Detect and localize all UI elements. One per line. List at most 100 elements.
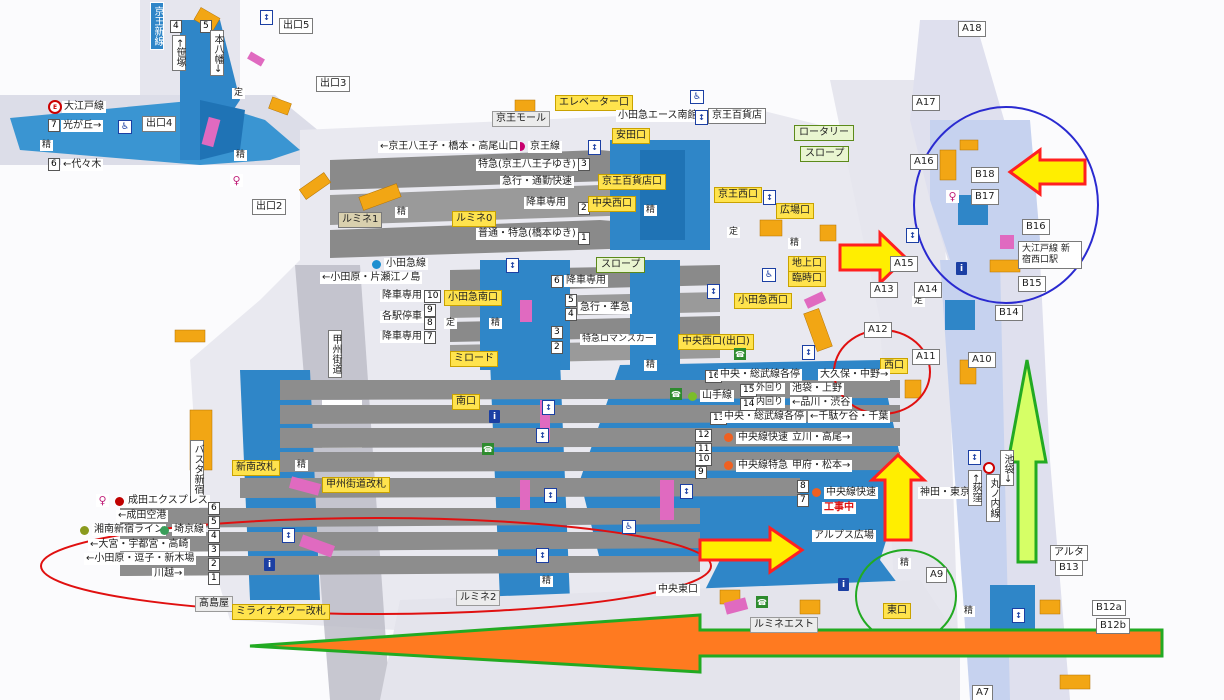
label-kyuko: 急行・通勤快速 (500, 176, 574, 188)
label-chuo-nishi: 中央西口 (588, 196, 636, 212)
label-tei-keio: 定 (727, 227, 741, 238)
information-icon: i (264, 558, 275, 571)
label-busta: バスタ新宿 (190, 440, 204, 498)
oedo-platform-number-7: 7 (48, 119, 60, 132)
label-keio-nishi: 京王西口 (714, 187, 762, 203)
label-exit4: 出口4 (142, 116, 177, 132)
label-odakyu-line: 小田急線 (384, 258, 428, 270)
label-koshu-gate: 甲州街道改札 (322, 477, 390, 493)
label-hikarigaoka: 光が丘→ (61, 120, 104, 132)
label-odakyu-nishi: 小田急西口 (734, 293, 792, 309)
elevator-icon: ↕ (260, 10, 273, 25)
keio-platform-number-1: 1 (578, 232, 590, 245)
elevator-icon: ↕ (282, 528, 295, 543)
exit-b16: B16 (1022, 219, 1050, 235)
jr-platform-number-9: 9 (695, 466, 707, 479)
label-lumine0: ルミネ0 (452, 211, 497, 227)
escalator-marks (201, 51, 1014, 615)
elevator-icon: ↕ (695, 110, 708, 125)
odakyu-platform-number-4: 4 (565, 308, 577, 321)
label-okubo: 大久保・中野→ (818, 369, 891, 381)
label-m-road: ミロード (450, 351, 498, 367)
label-exit5: 出口5 (279, 18, 314, 34)
elevator-icon: ↕ (536, 548, 549, 563)
label-sei-oedo: 精 (40, 140, 54, 151)
jr-platform-number-1: 1 (208, 572, 220, 585)
label-kawagoe: 川越→ (152, 568, 185, 580)
phone-icon: ☎ (670, 388, 682, 400)
phone-icon: ☎ (482, 443, 494, 455)
elevator-icon: ↕ (680, 484, 693, 499)
elevator-icon: ↕ (968, 450, 981, 465)
label-marunouchi: 丸ノ内線 (986, 474, 1000, 522)
elevator-icon: ↕ (542, 400, 555, 415)
wheelchair-icon: ♿ (118, 120, 132, 134)
odakyu-platform-number-10: 10 (424, 290, 442, 303)
jr-platform-number-5: 5 (208, 516, 220, 529)
oedo-line-icon: E (48, 100, 62, 114)
label-omiya: ←大宮・宇都宮・高崎 (88, 539, 191, 551)
elevator-icon: ↕ (588, 140, 601, 155)
label-east-exit: 東口 (883, 603, 911, 619)
exit-b13: B13 (1055, 560, 1083, 576)
label-chuo-sobu: 中央・総武線各停 (718, 369, 802, 381)
label-odakyu-minami: 小田急南口 (444, 290, 502, 306)
label-keio-mall: 京王モール (492, 111, 550, 127)
label-sei-keio: 精 (644, 205, 658, 216)
oedo-platform-number-6: 6 (48, 158, 60, 171)
label-keio-hachioji: ←京王八王子・橋本・高尾山口 (378, 141, 521, 153)
label-odawara-zushi: ←小田原・逗子・新木場 (84, 553, 197, 565)
label-koshu-kaido: 甲州街道 (328, 330, 342, 378)
label-sei-lumine: 精 (395, 207, 409, 218)
label-exit3: 出口3 (316, 76, 351, 92)
label-shonan-shinjuku: 湘南新宿ライン (92, 524, 166, 536)
label-ikebukuro-line: 池袋→ (1000, 450, 1014, 487)
chuo-rapid-icon (724, 433, 733, 442)
oedo-concourse (10, 20, 300, 165)
label-tei-east: 定 (912, 296, 926, 307)
label-hiroba-exit: 広場口 (776, 203, 814, 219)
label-ikebukuro-ueno: 池袋・上野 (790, 383, 844, 395)
label-tei-1: 定 (232, 88, 246, 99)
jr-platform-number-7: 7 (797, 494, 809, 507)
exit-b18: B18 (971, 167, 999, 183)
label-sendagaya: ←千駄ケ谷・千葉 (808, 411, 891, 423)
label-sei-hiroba: 精 (788, 238, 802, 249)
label-sei-keionew: 精 (234, 150, 248, 161)
label-motoyawata: 本八幡→ (210, 30, 224, 77)
label-chuo-nishi-exit: 中央西口(出口) (678, 334, 754, 350)
exit-b12b: B12b (1096, 618, 1130, 634)
label-chuo-east: 中央東口 (656, 584, 700, 596)
exit-a9: A9 (926, 567, 948, 583)
keio-line-icon (516, 142, 525, 151)
exit-b14: B14 (995, 305, 1023, 321)
label-sei-east2: 精 (962, 606, 976, 617)
label-kousha10: 降車専用 (380, 290, 424, 302)
elevator-icon: ↕ (707, 284, 720, 299)
label-sei-chuo: 精 (644, 360, 658, 371)
information-icon: i (838, 578, 849, 591)
label-tei-odakyu: 定 (444, 318, 458, 329)
odakyu-platform-number-3: 3 (551, 326, 563, 339)
odakyu-platform-number-8: 8 (424, 317, 436, 330)
label-saikyo: 埼京線 (172, 524, 206, 536)
keio-new-platform-number-5: 5 (200, 20, 212, 33)
elevator-icon: ↕ (544, 488, 557, 503)
label-altair: アルタ (1050, 545, 1088, 561)
label-kyuko-junkyu: 急行・準急 (578, 302, 632, 314)
jr-platform-number-3: 3 (208, 544, 220, 557)
saikyo-line-icon (160, 526, 169, 535)
odakyu-line-icon (372, 260, 381, 269)
exit-a7: A7 (972, 685, 994, 700)
label-chuo-tokkyu: 中央線特急 (736, 460, 790, 472)
label-sei-south: 精 (540, 576, 554, 587)
odakyu-platform-number-9: 9 (424, 304, 436, 317)
label-uchimawari: 内回り (754, 397, 786, 408)
label-oedo-line: 大江戸線 (62, 101, 106, 113)
jr-platform-number-4: 4 (208, 530, 220, 543)
jr-platform-number-2: 2 (208, 558, 220, 571)
keio-platform-number-3: 3 (578, 158, 590, 171)
label-lumine2: ルミネ2 (456, 590, 501, 606)
label-odakyu-ace: 小田急エース南館 (616, 110, 700, 122)
